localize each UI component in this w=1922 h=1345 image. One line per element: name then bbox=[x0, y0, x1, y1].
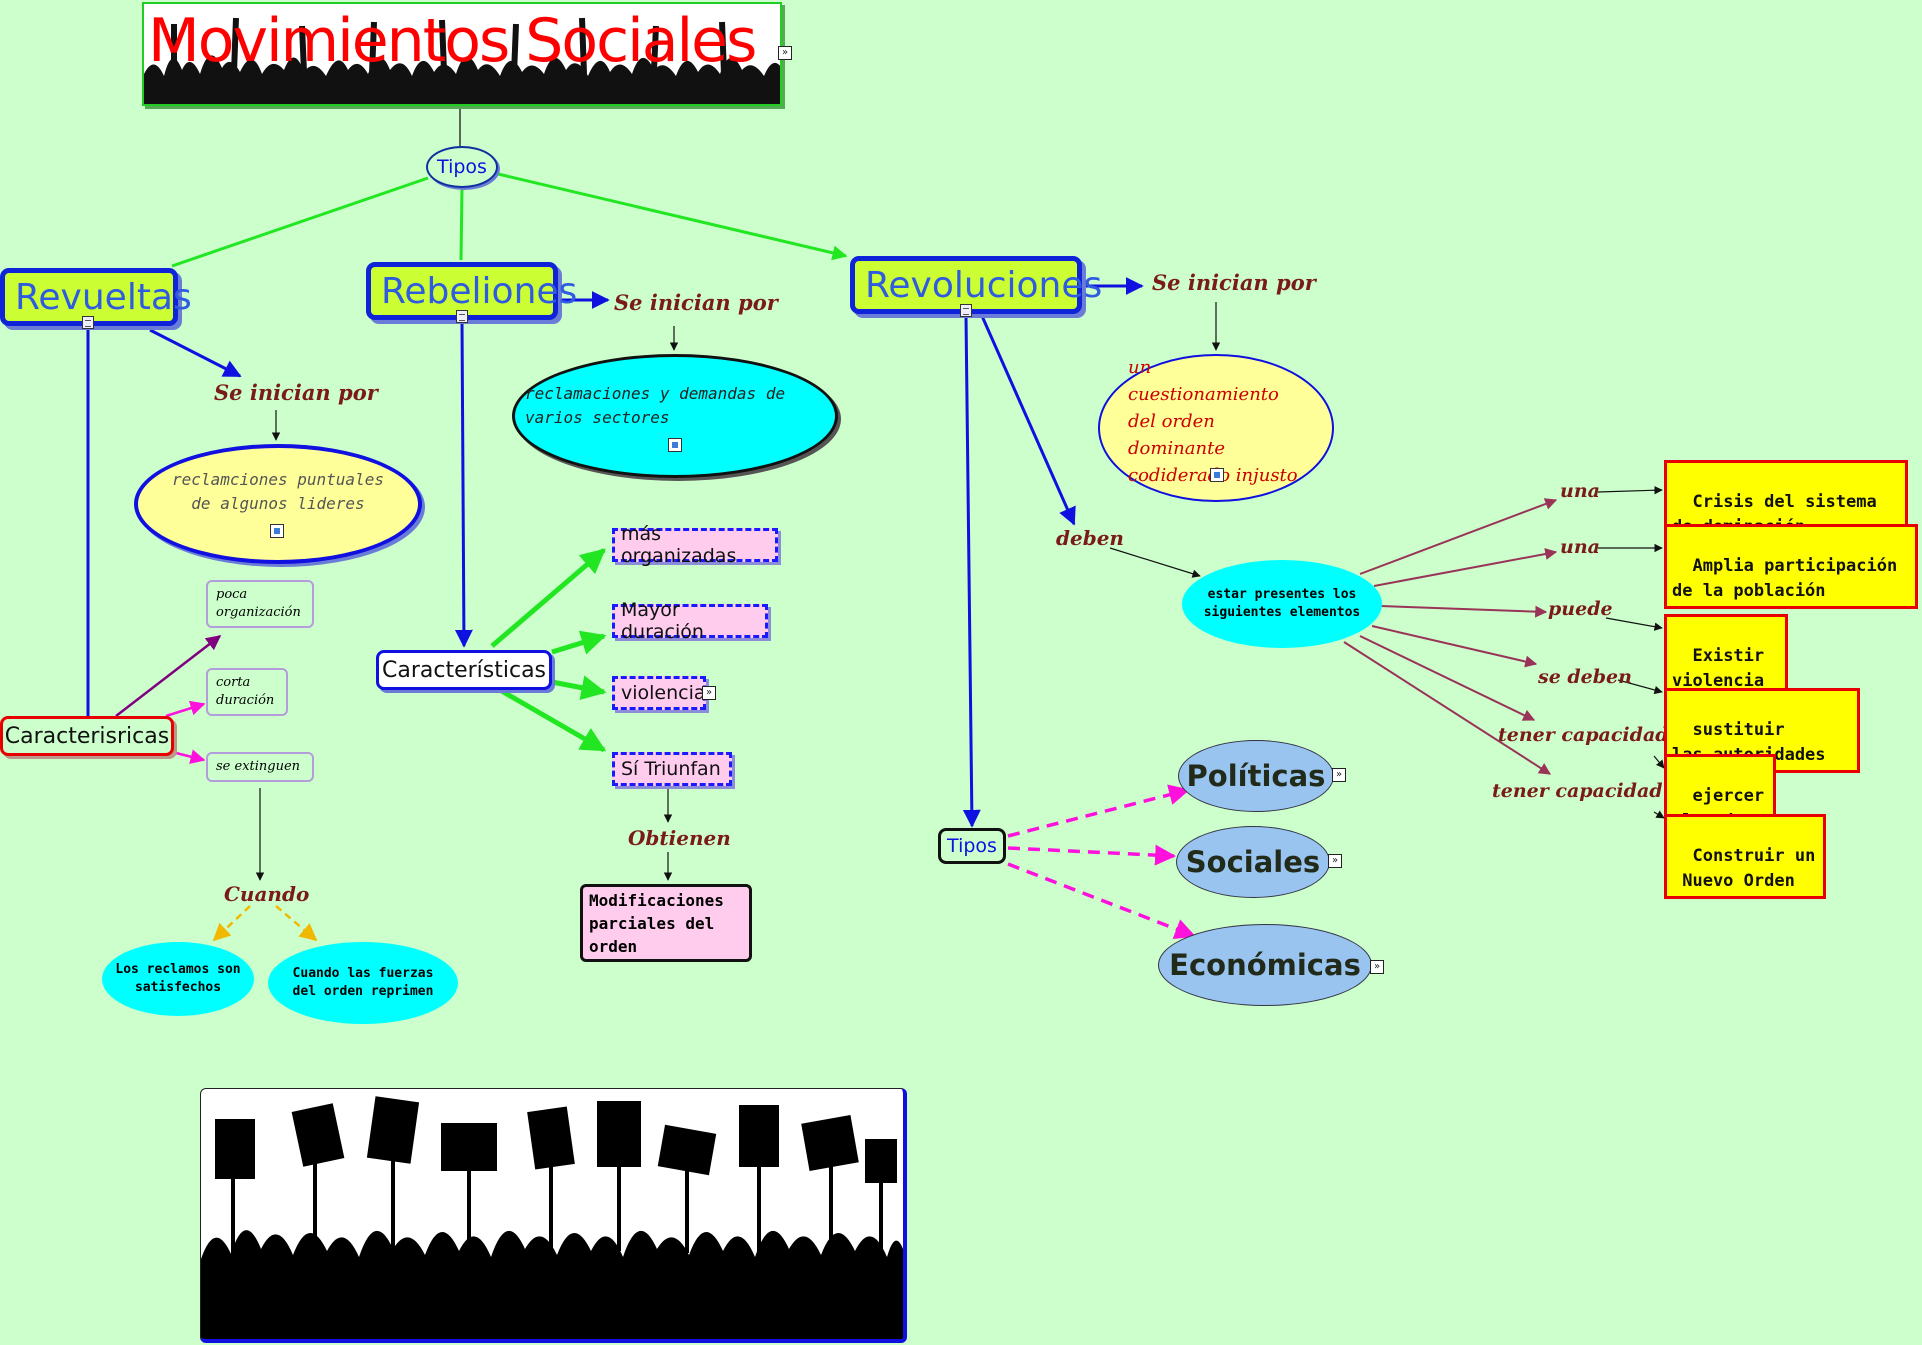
rebeliones-cause-text: reclamaciones y demandas de varios secto… bbox=[525, 384, 786, 427]
rebeliones-characteristics-label: Características bbox=[381, 657, 547, 683]
type-economicas[interactable]: Económicas bbox=[1158, 924, 1372, 1006]
ending-text: Los reclamos son satisfechos bbox=[115, 962, 241, 995]
document-icon[interactable] bbox=[82, 316, 94, 329]
trait-corta-duracion[interactable]: corta duración bbox=[206, 668, 288, 716]
element-label: Construir un Nuevo Orden bbox=[1682, 846, 1816, 891]
title-banner: Movimientos Sociales bbox=[142, 2, 782, 106]
element-construir-nuevo-orden[interactable]: Construir un Nuevo Orden bbox=[1664, 814, 1826, 899]
trait-mayor-duracion[interactable]: Mayor duración bbox=[612, 599, 768, 643]
trait-label: violencia bbox=[621, 682, 706, 704]
rebeliones-label: Rebeliones bbox=[381, 270, 578, 312]
revueltas-characteristics-node[interactable]: Caracterisricas bbox=[0, 716, 174, 756]
types-label: Tipos bbox=[947, 835, 997, 857]
revueltas-cause-text: reclamciones puntuales de algunos lidere… bbox=[172, 470, 384, 513]
rebeliones-result-node[interactable]: Modificaciones parciales del orden bbox=[580, 884, 752, 962]
trait-se-extinguen[interactable]: se extinguen bbox=[206, 752, 314, 782]
trait-label: más organizadas bbox=[621, 523, 737, 567]
connector-label: tener capacidad de bbox=[1492, 780, 1695, 802]
type-politicas[interactable]: Políticas bbox=[1178, 740, 1334, 812]
expand-icon[interactable]: » bbox=[1370, 960, 1384, 974]
type-sociales[interactable]: Sociales bbox=[1176, 826, 1330, 898]
trait-label: Sí Triunfan bbox=[621, 758, 721, 780]
rebeliones-characteristics-node[interactable]: Características bbox=[376, 650, 552, 690]
connector-label: puede bbox=[1548, 598, 1613, 620]
trait-label: corta duración bbox=[216, 675, 275, 708]
rebeliones-node[interactable]: Rebeliones bbox=[366, 262, 577, 320]
ending-text: Cuando las fuerzas del orden reprimen bbox=[292, 966, 434, 999]
must-label: deben bbox=[1056, 526, 1124, 550]
document-icon[interactable] bbox=[456, 310, 468, 323]
rebeliones-link-label: Se inician por bbox=[614, 290, 778, 315]
image-icon[interactable] bbox=[270, 524, 284, 538]
rebeliones-cause-node[interactable]: reclamaciones y demandas de varios secto… bbox=[512, 354, 838, 478]
element-label: Amplia participación de la población bbox=[1672, 556, 1898, 601]
connector-label: se deben bbox=[1538, 666, 1632, 688]
revoluciones-types-node[interactable]: Tipos bbox=[938, 828, 1006, 864]
connector-label: una bbox=[1560, 536, 1600, 558]
ending-repression-node[interactable]: Cuando las fuerzas del orden reprimen bbox=[268, 942, 458, 1024]
crowd-silhouette-icon bbox=[144, 17, 780, 104]
protest-crowd-icon bbox=[201, 1096, 903, 1339]
connector-label: una bbox=[1560, 480, 1600, 502]
protest-image bbox=[200, 1088, 907, 1343]
rebeliones-result-text: Modificaciones parciales del orden bbox=[589, 890, 724, 956]
element-existir-violencia[interactable]: Existir violencia bbox=[1664, 614, 1788, 699]
trait-poca-organizacion[interactable]: poca organización bbox=[206, 580, 314, 628]
revueltas-label: Revueltas bbox=[15, 276, 192, 318]
subtype-label: Sociales bbox=[1185, 845, 1321, 879]
trait-mas-organizadas[interactable]: más organizadas bbox=[612, 523, 778, 567]
revoluciones-link-label: Se inician por bbox=[1152, 270, 1316, 295]
element-amplia-participacion[interactable]: Amplia participación de la población bbox=[1664, 524, 1918, 609]
revoluciones-label: Revoluciones bbox=[865, 264, 1103, 306]
revueltas-characteristics-label: Caracterisricas bbox=[4, 723, 170, 749]
image-icon[interactable] bbox=[668, 438, 682, 452]
trait-label: se extinguen bbox=[216, 759, 301, 774]
image-icon[interactable] bbox=[1210, 468, 1224, 482]
page-title: Movimientos Sociales bbox=[148, 6, 757, 76]
expand-icon[interactable]: » bbox=[778, 46, 792, 60]
hub-tipos[interactable]: Tipos bbox=[426, 146, 498, 188]
expand-icon[interactable]: » bbox=[1332, 768, 1346, 782]
trait-si-triunfan[interactable]: Sí Triunfan bbox=[612, 752, 732, 786]
subtype-label: Políticas bbox=[1186, 759, 1326, 793]
trait-label: poca organización bbox=[216, 587, 301, 620]
connector-label: tener capacidad de bbox=[1498, 724, 1701, 746]
obtain-label: Obtienen bbox=[628, 826, 731, 850]
hub-label: Tipos bbox=[437, 156, 487, 178]
expand-icon[interactable]: » bbox=[1328, 854, 1342, 868]
revueltas-cause-node[interactable]: reclamciones puntuales de algunos lidere… bbox=[134, 444, 422, 564]
when-label: Cuando bbox=[224, 882, 310, 906]
ending-satisfied-node[interactable]: Los reclamos son satisfechos bbox=[102, 942, 254, 1016]
revoluciones-elements-node[interactable]: estar presentes los siguientes elementos bbox=[1182, 560, 1382, 648]
revoluciones-elements-text: estar presentes los siguientes elementos bbox=[1203, 587, 1361, 620]
element-label: Existir violencia bbox=[1672, 646, 1765, 691]
trait-violencia[interactable]: violencia bbox=[612, 676, 706, 710]
trait-label: Mayor duración bbox=[621, 599, 704, 643]
document-icon[interactable] bbox=[960, 304, 972, 317]
subtype-label: Económicas bbox=[1169, 948, 1361, 982]
expand-icon[interactable]: » bbox=[702, 686, 716, 700]
revueltas-link-label: Se inician por bbox=[214, 380, 378, 405]
